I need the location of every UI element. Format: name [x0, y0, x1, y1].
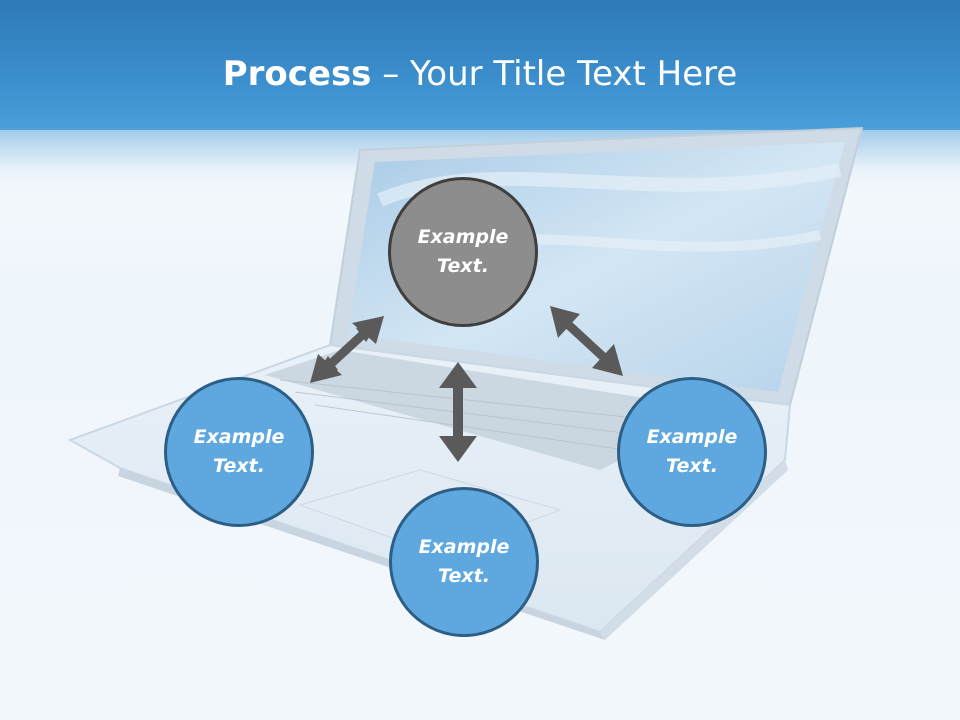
- arrow-top-left: [310, 316, 384, 383]
- title-banner: [0, 0, 960, 130]
- node-bottom: Example Text.: [389, 487, 539, 637]
- slide-title: Process – Your Title Text Here: [0, 52, 960, 96]
- title-bold: Process: [222, 54, 372, 94]
- node-right: Example Text.: [617, 377, 767, 527]
- arrow-top-right: [550, 306, 623, 376]
- node-left: Example Text.: [164, 377, 314, 527]
- title-rest: – Your Title Text Here: [371, 54, 738, 94]
- arrow-vertical: [439, 362, 477, 462]
- arrow-group: [310, 306, 623, 462]
- node-top: Example Text.: [388, 177, 538, 327]
